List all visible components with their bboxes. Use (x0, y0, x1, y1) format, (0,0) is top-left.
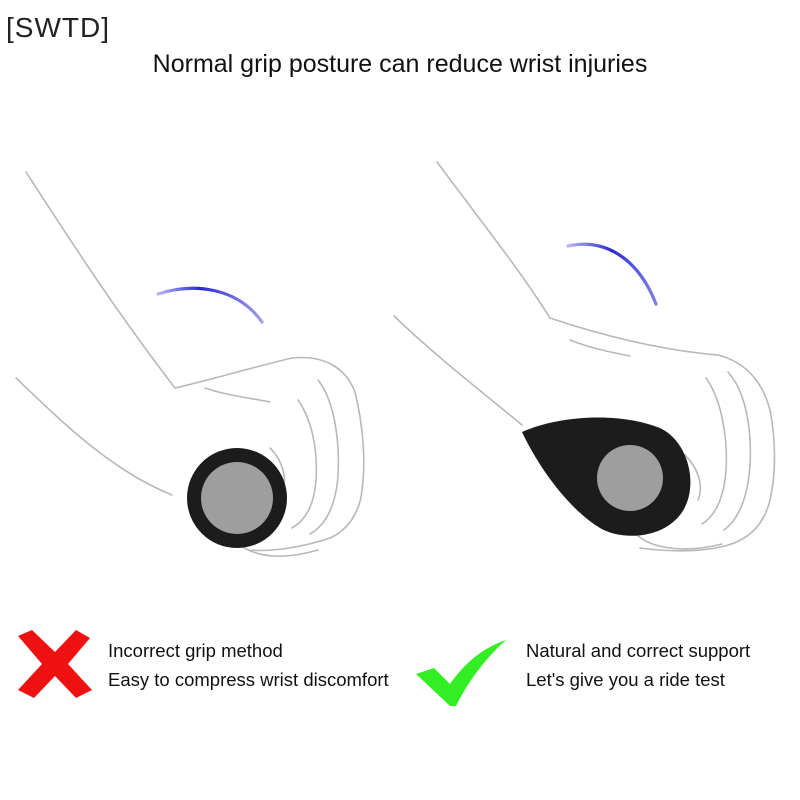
incorrect-caption: Incorrect grip method Easy to compress w… (108, 636, 389, 694)
correct-caption: Natural and correct support Let's give y… (526, 636, 750, 694)
grip-illustration (15, 161, 776, 557)
left-wrist-strain-arc (156, 286, 264, 324)
incorrect-caption-line2: Easy to compress wrist discomfort (108, 669, 389, 690)
correct-grip-hand (393, 161, 776, 552)
brand-label: [SWTD] (6, 12, 110, 43)
correct-caption-line1: Natural and correct support (526, 640, 751, 661)
incorrect-grip-handle (187, 448, 287, 548)
page-title: Normal grip posture can reduce wrist inj… (152, 50, 648, 78)
red-x-icon (18, 630, 92, 698)
correct-grip-handle (522, 417, 691, 536)
right-wrist-support-arc (566, 242, 658, 306)
correct-caption-line2: Let's give you a ride test (526, 669, 725, 690)
incorrect-grip-hand (15, 171, 365, 557)
green-check-icon (416, 640, 506, 706)
incorrect-caption-line1: Incorrect grip method (108, 640, 283, 661)
